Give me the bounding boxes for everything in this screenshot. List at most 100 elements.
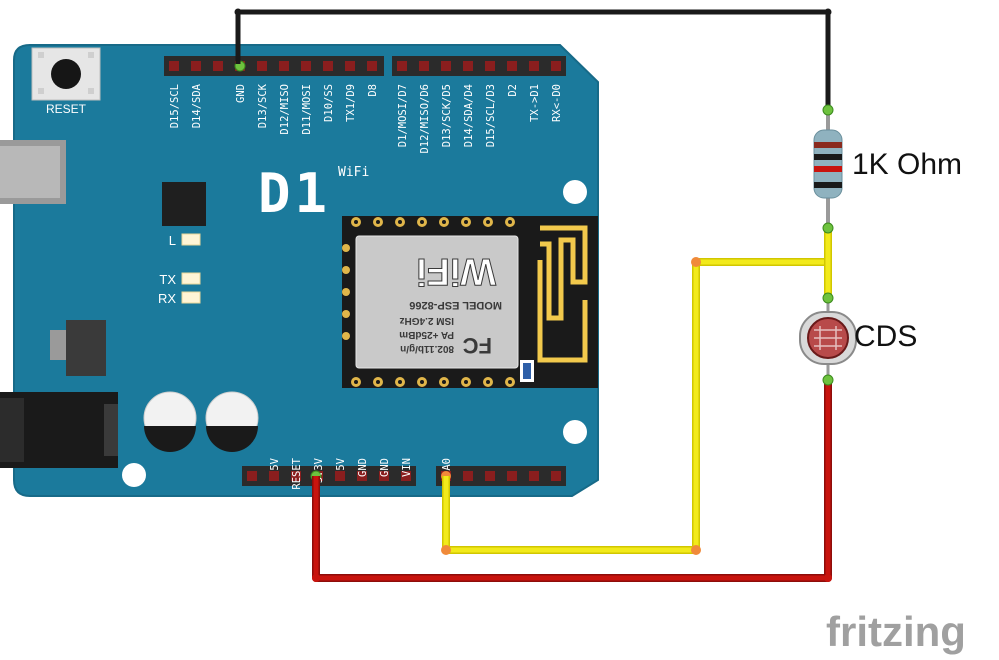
header-pin [551, 61, 561, 71]
pin-label: 5V [269, 457, 281, 470]
top-header-right [392, 56, 566, 76]
resistor-1k [813, 104, 843, 234]
module-text-power: PA +25dBm [399, 329, 454, 340]
header-pin [367, 61, 377, 71]
led-rx [181, 291, 201, 304]
pin-label: D13/SCK/D5 [441, 84, 453, 147]
led-l [181, 233, 201, 246]
band-black [814, 154, 842, 160]
pin-label: RX<-D0 [551, 84, 563, 122]
led-tx [181, 272, 201, 285]
header-pin [485, 471, 495, 481]
band-brown [814, 142, 842, 148]
pin-label: D12/MISO/D6 [419, 84, 431, 154]
header-pin [257, 61, 267, 71]
header-pin [279, 61, 289, 71]
module-pad [342, 266, 350, 274]
header-pin [463, 471, 473, 481]
module-pads [342, 217, 515, 387]
pin-label: D11/MOSI [301, 84, 313, 135]
voltage-regulator [50, 320, 106, 376]
header-pin [507, 471, 517, 481]
fritzing-watermark: fritzing [826, 608, 966, 655]
header-pin [357, 471, 367, 481]
esp8266-module: FC 802.11b/g/n PA +25dBm ISM 2.4GHz MODE… [342, 216, 598, 388]
pin-label: TX->D1 [529, 84, 541, 122]
band-red [814, 166, 842, 172]
header-pin [419, 61, 429, 71]
pin-label: RESET [291, 457, 303, 489]
board-logo-sub: WiFi [338, 165, 369, 180]
module-text-band: ISM 2.4GHz [400, 315, 454, 326]
led-indicators: L TX RX [158, 233, 201, 306]
pin-label: D1/MOSI/D7 [397, 84, 409, 147]
led-rx-label: RX [158, 291, 176, 306]
header-pin [529, 61, 539, 71]
header-pin [529, 471, 539, 481]
header-pin [169, 61, 179, 71]
pin-label: GND [379, 458, 391, 477]
analog-pin-labels: A0 [441, 458, 453, 471]
capacitors [143, 391, 259, 452]
resistor-label: 1K Ohm [852, 148, 962, 181]
module-pad [342, 332, 350, 340]
module-pad [342, 288, 350, 296]
header-pin [301, 61, 311, 71]
top-header-left [164, 56, 384, 76]
module-pad [342, 310, 350, 318]
module-text-model: MODEL ESP-8266 [409, 299, 502, 311]
header-pin [213, 61, 223, 71]
header-pin [323, 61, 333, 71]
cds-label: CDS [854, 320, 917, 353]
header-pin [485, 61, 495, 71]
module-text-protocol: 802.11b/g/n [400, 343, 454, 354]
header-pin [397, 61, 407, 71]
pin-label: D14/SDA [191, 83, 203, 128]
power-jack [0, 392, 118, 468]
pin-label: D8 [367, 84, 379, 97]
mounting-hole [563, 420, 587, 444]
led-l-label: L [169, 233, 176, 248]
power-header [242, 466, 416, 486]
header-pin [463, 61, 473, 71]
cds-photoresistor [799, 292, 857, 386]
pin-label: 5V [335, 457, 347, 470]
pin-label: VIN [401, 458, 413, 477]
pin-label: A0 [441, 458, 453, 471]
wire-gnd-black [235, 9, 831, 110]
wire-3v3-red [313, 380, 831, 581]
header-pin [345, 61, 355, 71]
module-component [523, 363, 531, 379]
pin-label: D15/SCL/D3 [485, 84, 497, 147]
header-pin [401, 471, 411, 481]
usb-connector [0, 140, 66, 204]
board-logo-text: D1 [258, 162, 331, 225]
analog-header [436, 466, 566, 486]
header-pin [291, 471, 301, 481]
pin-label: TX1/D9 [345, 84, 357, 122]
mounting-hole [563, 180, 587, 204]
wires [234, 8, 832, 582]
header-pin [507, 61, 517, 71]
led-tx-label: TX [159, 272, 176, 287]
module-wifi-logo: WiFi [416, 250, 496, 292]
pin-label: D2 [507, 84, 519, 97]
header-pin [269, 471, 279, 481]
reset-label: RESET [46, 102, 87, 116]
usb-serial-chip [162, 182, 206, 226]
header-pin [191, 61, 201, 71]
pin-label: D13/SCK [257, 83, 269, 128]
reset-button[interactable] [31, 47, 101, 101]
header-pin [551, 471, 561, 481]
fcc-mark: FC [463, 333, 492, 358]
pin-label: GND [235, 84, 247, 103]
pin-label: D15/SCL [169, 84, 181, 128]
header-pin [441, 61, 451, 71]
module-pad [342, 244, 350, 252]
header-pin [247, 471, 257, 481]
header-pin [379, 471, 389, 481]
